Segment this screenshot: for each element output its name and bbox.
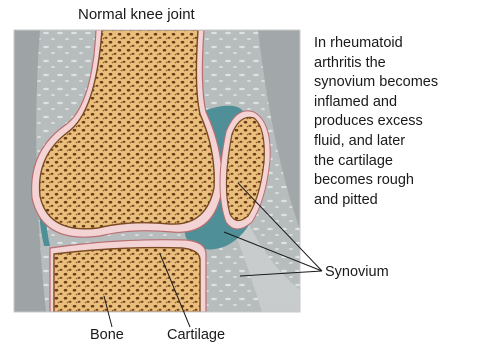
bone-label: Bone (90, 327, 124, 343)
description-line: synovium becomes (314, 73, 476, 93)
rheumatoid-arthritis-description: In rheumatoid arthritis the synovium bec… (314, 34, 476, 210)
description-line: and pitted (314, 191, 476, 211)
cartilage-label: Cartilage (167, 327, 225, 343)
description-line: fluid, and later (314, 132, 476, 152)
description-line: arthritis the (314, 54, 476, 74)
description-line: the cartilage (314, 152, 476, 172)
description-line: inflamed and (314, 93, 476, 113)
description-line: In rheumatoid (314, 34, 476, 54)
description-line: becomes rough (314, 171, 476, 191)
synovium-label: Synovium (325, 264, 389, 280)
description-line: produces excess (314, 112, 476, 132)
tibia-bone (54, 248, 200, 312)
